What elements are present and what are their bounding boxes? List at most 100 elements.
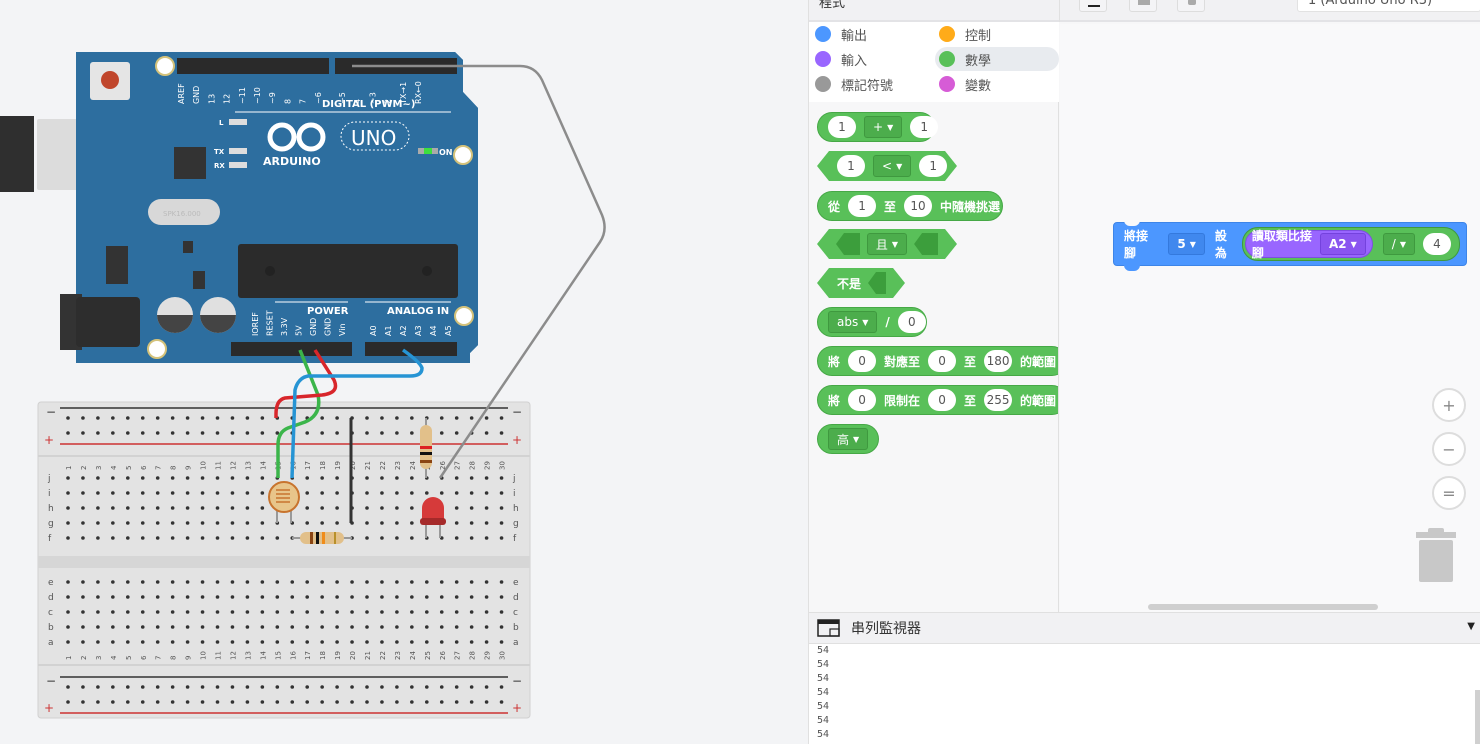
category-input[interactable]: 輸入 (811, 47, 931, 71)
breadboard-hole[interactable] (230, 476, 235, 480)
breadboard-hole[interactable] (275, 640, 280, 644)
breadboard-hole[interactable] (155, 506, 160, 510)
breadboard-hole[interactable] (350, 640, 354, 644)
breadboard-hole[interactable] (469, 476, 474, 480)
breadboard-hole[interactable] (96, 491, 100, 495)
breadboard-hole[interactable] (335, 610, 339, 614)
breadboard-hole[interactable] (469, 416, 474, 420)
breadboard-hole[interactable] (335, 476, 339, 480)
breadboard-hole[interactable] (66, 491, 70, 495)
breadboard-hole[interactable] (439, 640, 444, 644)
breadboard-hole[interactable] (260, 595, 265, 599)
breadboard-hole[interactable] (185, 700, 190, 704)
breadboard-hole[interactable] (140, 595, 145, 599)
random-to[interactable]: 10 (904, 195, 933, 217)
breadboard-hole[interactable] (380, 580, 384, 584)
breadboard-hole[interactable] (275, 431, 280, 435)
breadboard-hole[interactable] (155, 491, 160, 495)
breadboard-hole[interactable] (275, 700, 280, 704)
breadboard-hole[interactable] (305, 476, 310, 480)
breadboard-hole[interactable] (111, 595, 115, 599)
operand-left[interactable]: 1 (837, 155, 865, 177)
breadboard-hole[interactable] (215, 506, 220, 510)
breadboard-hole[interactable] (425, 580, 429, 584)
breadboard-hole[interactable] (484, 625, 489, 629)
breadboard-hole[interactable] (111, 580, 115, 584)
breadboard-hole[interactable] (290, 640, 295, 644)
breadboard-hole[interactable] (155, 625, 160, 629)
breadboard-hole[interactable] (200, 610, 205, 614)
boolean-slot[interactable] (868, 272, 886, 294)
breadboard-hole[interactable] (66, 610, 70, 614)
breadboard-hole[interactable] (140, 685, 145, 689)
breadboard-hole[interactable] (126, 416, 130, 420)
breadboard-hole[interactable] (365, 431, 369, 435)
breadboard-hole[interactable] (96, 431, 100, 435)
breadboard-hole[interactable] (185, 640, 190, 644)
breadboard-hole[interactable] (111, 491, 115, 495)
breadboard-hole[interactable] (454, 595, 459, 599)
breadboard-hole[interactable] (140, 700, 145, 704)
breadboard-hole[interactable] (305, 700, 310, 704)
circuit-canvas[interactable]: ARDUINO UNO DIGITAL (PWM~) POWER ANALOG … (0, 0, 808, 744)
breadboard-hole[interactable] (245, 640, 250, 644)
breadboard-hole[interactable] (185, 625, 190, 629)
breadboard-hole[interactable] (260, 536, 265, 540)
breadboard-hole[interactable] (305, 640, 310, 644)
constrain-value[interactable]: 0 (848, 389, 877, 411)
breadboard-hole[interactable] (200, 431, 205, 435)
breadboard-hole[interactable] (155, 521, 160, 525)
breadboard-hole[interactable] (454, 521, 459, 525)
wire-blue-a2[interactable] (290, 348, 424, 479)
breadboard-hole[interactable] (230, 431, 235, 435)
breadboard-hole[interactable] (185, 685, 190, 689)
code-workspace[interactable]: 將接腳 5▼ 設為 讀取類比接腳 A2▼ /▼ 4 + − = (1060, 24, 1480, 612)
breadboard-hole[interactable] (290, 580, 295, 584)
breadboard-hole[interactable] (410, 640, 414, 644)
breadboard-hole[interactable] (230, 700, 235, 704)
category-variables[interactable]: 變數 (935, 72, 1055, 96)
breadboard-hole[interactable] (245, 506, 250, 510)
category-output[interactable]: 輸出 (811, 22, 931, 46)
breadboard-hole[interactable] (140, 536, 145, 540)
breadboard-hole[interactable] (170, 506, 175, 510)
breadboard-hole[interactable] (320, 431, 324, 435)
breadboard-hole[interactable] (215, 521, 220, 525)
breadboard-hole[interactable] (170, 416, 175, 420)
breadboard-hole[interactable] (245, 685, 250, 689)
boolean-slot[interactable] (914, 233, 938, 255)
breadboard-hole[interactable] (111, 610, 115, 614)
constrain-high[interactable]: 255 (984, 389, 1013, 411)
serial-monitor-header[interactable]: 串列監視器 ▼ (809, 612, 1480, 644)
breadboard-hole[interactable] (395, 700, 399, 704)
breadboard-hole[interactable] (96, 536, 100, 540)
breadboard-hole[interactable] (215, 416, 220, 420)
breadboard-hole[interactable] (499, 476, 504, 480)
wire-green-5v[interactable] (276, 349, 321, 478)
map-low[interactable]: 0 (928, 350, 957, 372)
breadboard-hole[interactable] (170, 521, 175, 525)
breadboard-hole[interactable] (454, 700, 459, 704)
breadboard-hole[interactable] (81, 610, 85, 614)
breadboard-hole[interactable] (454, 580, 459, 584)
breadboard-hole[interactable] (380, 625, 384, 629)
breadboard-hole[interactable] (395, 640, 399, 644)
breadboard-hole[interactable] (484, 595, 489, 599)
breadboard-hole[interactable] (484, 506, 489, 510)
breadboard-hole[interactable] (245, 625, 250, 629)
breadboard-hole[interactable] (260, 506, 265, 510)
analog-pin-dropdown[interactable]: A2▼ (1320, 233, 1366, 255)
breadboard-hole[interactable] (230, 610, 235, 614)
breadboard-hole[interactable] (81, 506, 85, 510)
breadboard-hole[interactable] (484, 521, 489, 525)
breadboard-hole[interactable] (499, 595, 504, 599)
breadboard-hole[interactable] (380, 416, 384, 420)
breadboard-hole[interactable] (126, 685, 130, 689)
breadboard-hole[interactable] (81, 491, 85, 495)
breadboard-hole[interactable] (275, 610, 280, 614)
breadboard-hole[interactable] (484, 580, 489, 584)
breadboard-hole[interactable] (365, 640, 369, 644)
breadboard-hole[interactable] (395, 476, 399, 480)
breadboard-hole[interactable] (96, 685, 100, 689)
breadboard-hole[interactable] (155, 640, 160, 644)
